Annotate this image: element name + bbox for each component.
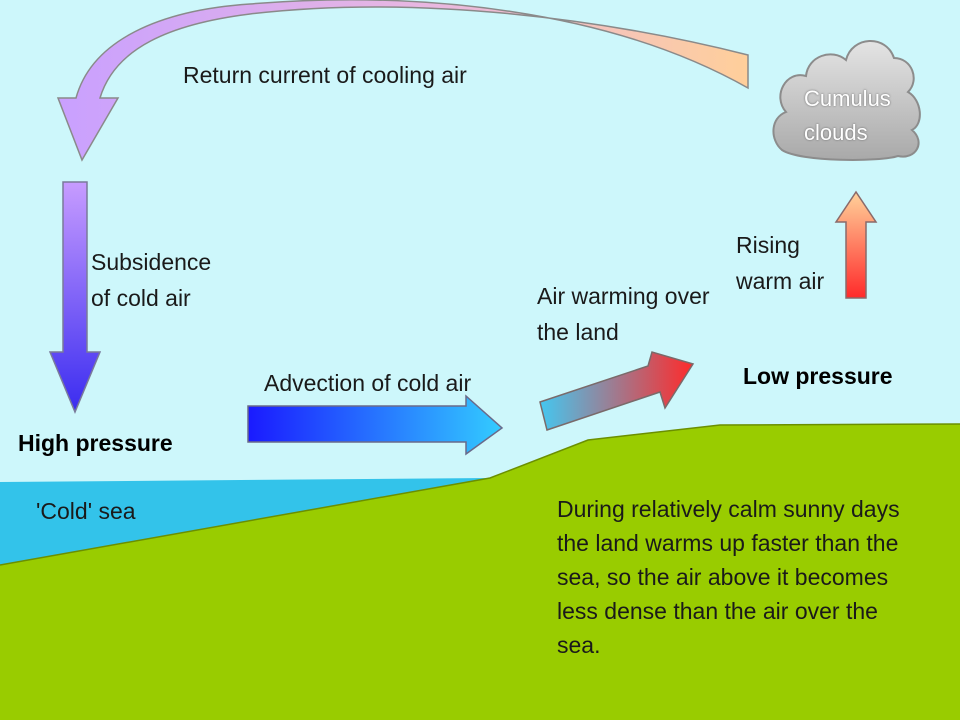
cloud-label-line2: clouds — [804, 120, 868, 145]
advection-label: Advection of cold air — [264, 370, 472, 396]
coastline — [0, 423, 960, 566]
rising-arrow — [834, 190, 878, 299]
subsidence-label-line2: of cold air — [91, 285, 191, 311]
cumulus-cloud — [772, 40, 921, 161]
rising-label-line1: Rising — [736, 232, 800, 258]
description-text: During relatively calm sunny days the la… — [557, 496, 900, 658]
return-current-label: Return current of cooling air — [183, 62, 467, 88]
low-pressure-label: Low pressure — [743, 363, 893, 389]
land — [0, 424, 960, 720]
return-current-arrow — [56, 0, 749, 162]
cloud-label-line1: Cumulus — [804, 86, 891, 111]
subsidence-label-line1: Subsidence — [91, 249, 212, 275]
air-warming-arrow — [539, 351, 695, 431]
rising-label-line2: warm air — [736, 268, 825, 294]
cold-sea-label: 'Cold' sea — [36, 498, 136, 524]
air-warming-label-line2: the land — [537, 319, 619, 345]
air-warming-label-line1: Air warming over — [537, 283, 710, 309]
subsidence-arrow — [48, 181, 102, 414]
high-pressure-label: High pressure — [18, 430, 173, 456]
advection-arrow — [247, 394, 504, 456]
